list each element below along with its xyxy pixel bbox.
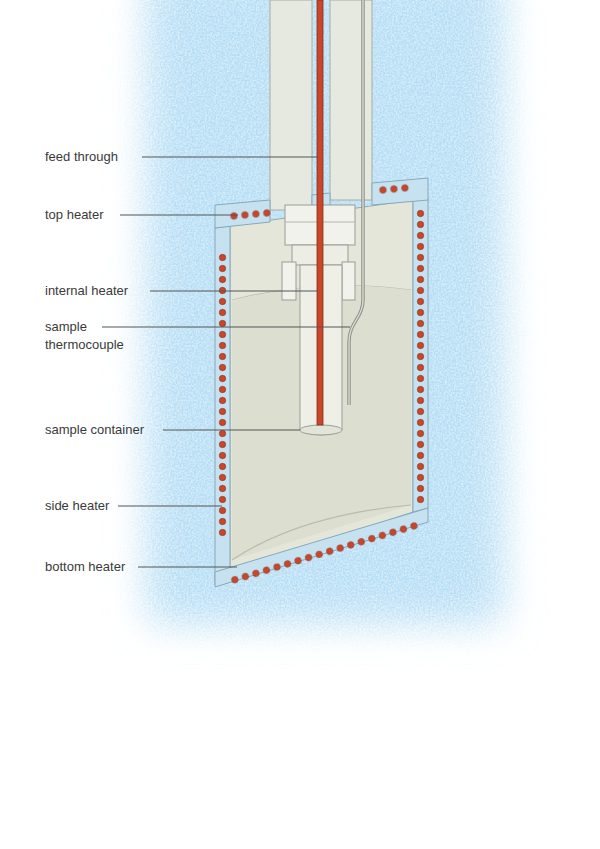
leader-lines [102, 157, 350, 567]
side-heater-coil [415, 208, 426, 505]
bottom-wall [215, 508, 428, 587]
part-label: feed through [45, 148, 118, 166]
part-label: bottom heater [45, 558, 125, 576]
side-wall [413, 198, 428, 512]
side-wall [215, 226, 230, 585]
part-label: sample container [45, 421, 144, 439]
part-label: side heater [45, 497, 109, 515]
part-label: internal heater [45, 282, 128, 300]
part-label: sample thermocouple [45, 318, 137, 354]
internal-heater-rod [317, 0, 323, 425]
tube [270, 0, 312, 210]
top-heater-coil [377, 182, 411, 196]
part-label: top heater [45, 206, 104, 224]
insulation [150, 0, 500, 620]
tube [330, 0, 372, 200]
clip [342, 262, 355, 300]
side-heater-coil [217, 252, 228, 538]
bottom-heater-coil [228, 519, 421, 586]
insulation-speckle [150, 0, 500, 620]
top-wall [372, 178, 428, 205]
thermocouple [349, 0, 363, 405]
top-heater-coil [228, 207, 273, 222]
clip [282, 262, 296, 300]
